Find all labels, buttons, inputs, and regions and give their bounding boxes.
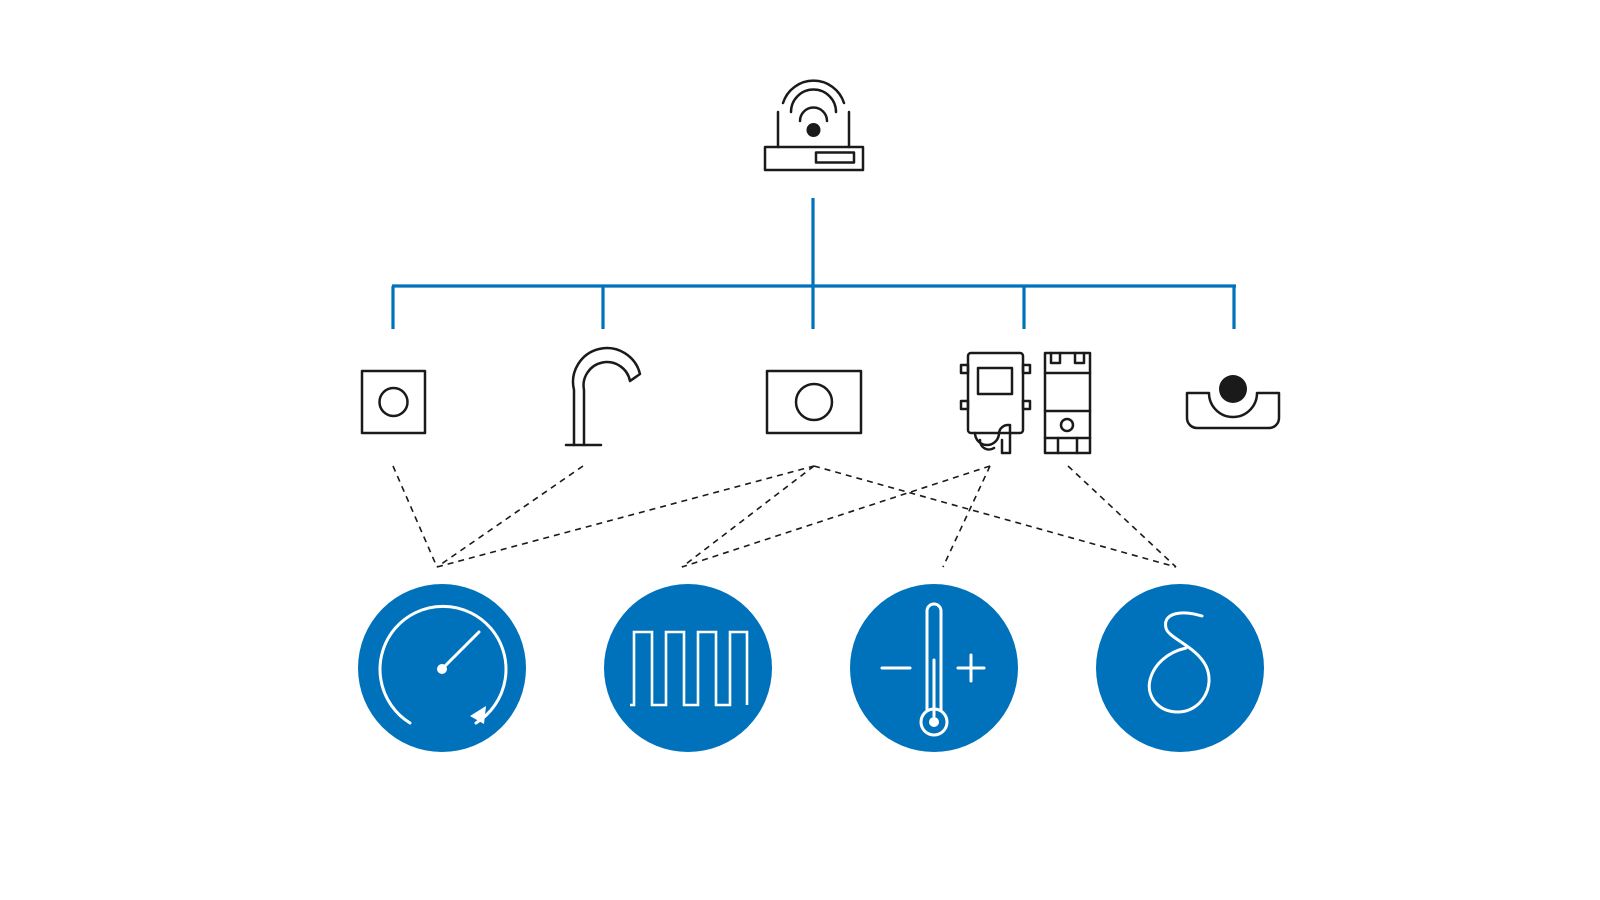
- thermometer-plus-minus-icon: [850, 584, 1018, 752]
- gauge-icon: [358, 584, 526, 752]
- wifi-router-icon: [763, 79, 865, 172]
- square-wave-icon: [604, 584, 772, 752]
- control-unit-icons: [959, 351, 1092, 455]
- link-line: [942, 465, 991, 568]
- sensor-bowl-icon: [1185, 375, 1281, 430]
- faucet-icon: [564, 346, 642, 447]
- link-line: [1067, 465, 1177, 568]
- square-push-plate-icon: [360, 369, 427, 435]
- link-line: [392, 465, 438, 568]
- bus-lines: [391, 198, 1236, 329]
- link-line: [436, 465, 584, 568]
- link-line: [681, 465, 991, 568]
- link-line: [436, 465, 815, 568]
- association-lines: [392, 465, 1177, 568]
- delta-icon: [1096, 584, 1264, 752]
- wide-push-plate-icon: [765, 369, 863, 435]
- link-line: [813, 465, 1177, 568]
- link-line: [681, 465, 815, 568]
